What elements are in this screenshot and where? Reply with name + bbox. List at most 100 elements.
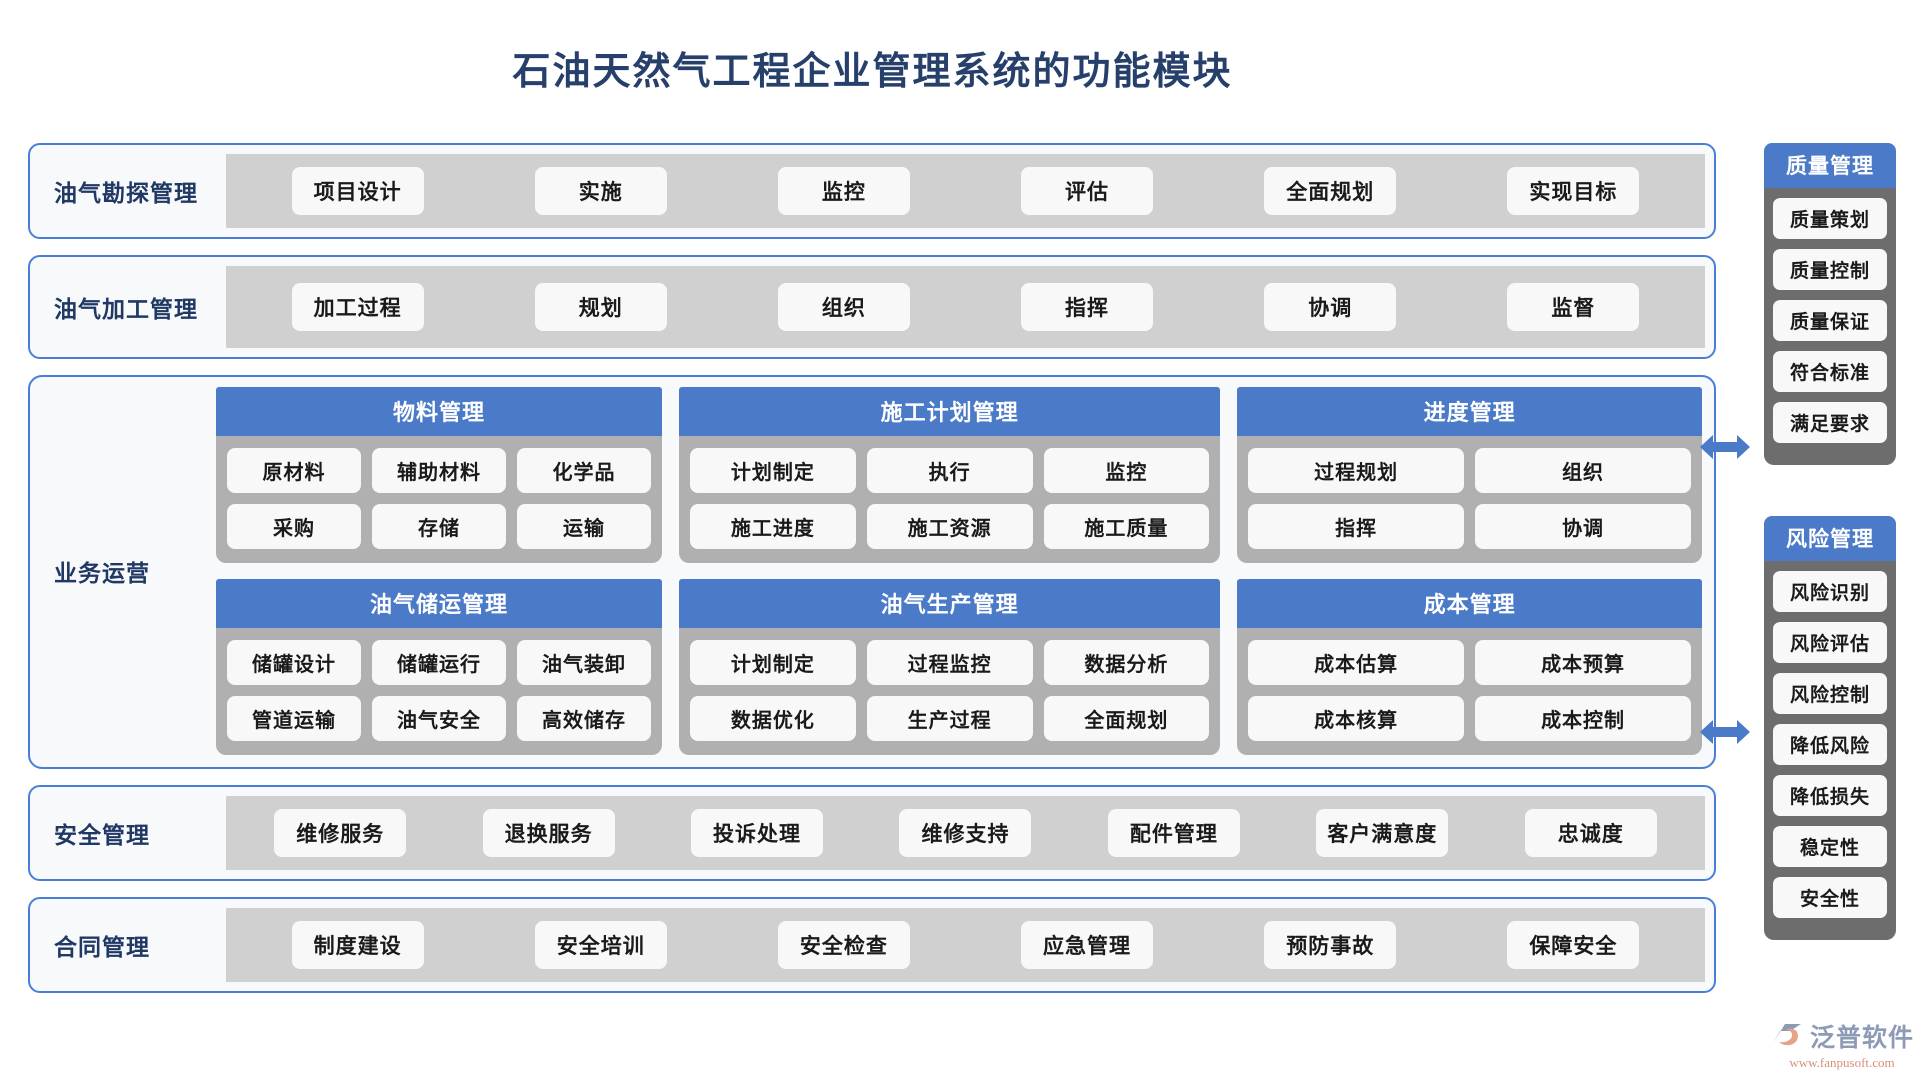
side-item[interactable]: 质量策划 [1773, 198, 1887, 239]
chip[interactable]: 过程监控 [866, 640, 1033, 685]
chip[interactable]: 计划制定 [690, 448, 856, 493]
chip[interactable]: 生产过程 [866, 696, 1033, 741]
side-item[interactable]: 风险识别 [1773, 571, 1887, 612]
chip[interactable]: 评估 [1021, 167, 1154, 215]
chip[interactable]: 储罐设计 [227, 640, 362, 685]
chip[interactable]: 化学品 [517, 448, 652, 493]
group-progress-management: 进度管理 过程规划 组织 指挥 协调 [1237, 387, 1702, 563]
chip[interactable]: 指挥 [1248, 504, 1465, 549]
chip[interactable]: 数据分析 [1043, 640, 1210, 685]
row-safety-management: 安全管理 维修服务 退换服务 投诉处理 维修支持 配件管理 客户满意度 忠诚度 [28, 785, 1716, 881]
chip[interactable]: 维修服务 [274, 809, 407, 857]
side-item[interactable]: 降低损失 [1773, 775, 1887, 816]
group-body: 原材料 辅助材料 化学品 采购 存储 运输 [216, 436, 663, 563]
chip[interactable]: 成本估算 [1248, 640, 1465, 685]
side-panel-quality-management: 质量管理 质量策划 质量控制 质量保证 符合标准 满足要求 [1764, 143, 1896, 465]
chip[interactable]: 协调 [1475, 504, 1692, 549]
chip[interactable]: 高效储存 [517, 696, 652, 741]
chip[interactable]: 成本控制 [1475, 696, 1692, 741]
chip[interactable]: 成本预算 [1475, 640, 1692, 685]
side-item[interactable]: 符合标准 [1773, 351, 1887, 392]
brand-logo: 泛普软件 www.fanpusoft.com [1770, 1018, 1914, 1071]
chip[interactable]: 维修支持 [899, 809, 1032, 857]
chip[interactable]: 安全培训 [534, 921, 667, 969]
group-storage-transport-management: 油气储运管理 储罐设计 储罐运行 油气装卸 管道运输 油气安全 高效储存 [216, 579, 663, 755]
side-item[interactable]: 满足要求 [1773, 402, 1887, 443]
side-item[interactable]: 风险评估 [1773, 622, 1887, 663]
chip[interactable]: 退换服务 [482, 809, 615, 857]
chip[interactable]: 辅助材料 [372, 448, 507, 493]
chip[interactable]: 忠诚度 [1524, 809, 1657, 857]
chip[interactable]: 实现目标 [1507, 167, 1640, 215]
page-title: 石油天然气工程企业管理系统的功能模块 [512, 51, 1233, 93]
chip[interactable]: 全面规划 [1264, 167, 1397, 215]
chip[interactable]: 应急管理 [1021, 921, 1154, 969]
fanpu-logo-icon [1773, 1024, 1801, 1046]
chip[interactable]: 组织 [1475, 448, 1692, 493]
chip[interactable]: 预防事故 [1264, 921, 1397, 969]
side-item[interactable]: 降低风险 [1773, 724, 1887, 765]
group-row: 储罐设计 储罐运行 油气装卸 [227, 640, 652, 685]
chip[interactable]: 计划制定 [690, 640, 856, 685]
chip[interactable]: 投诉处理 [691, 809, 824, 857]
chip[interactable]: 客户满意度 [1316, 809, 1449, 857]
chip[interactable]: 油气装卸 [517, 640, 652, 685]
double-arrow-icon [1700, 435, 1750, 459]
group-body: 成本估算 成本预算 成本核算 成本控制 [1237, 628, 1702, 755]
chip[interactable]: 执行 [866, 448, 1033, 493]
chip[interactable]: 保障安全 [1507, 921, 1640, 969]
chip[interactable]: 运输 [517, 504, 652, 549]
side-item[interactable]: 稳定性 [1773, 826, 1887, 867]
side-item[interactable]: 安全性 [1773, 877, 1887, 918]
group-row: 管道运输 油气安全 高效储存 [227, 696, 652, 741]
chip[interactable]: 管道运输 [227, 696, 362, 741]
side-item[interactable]: 质量控制 [1773, 249, 1887, 290]
row-contract-management: 合同管理 制度建设 安全培训 安全检查 应急管理 预防事故 保障安全 [28, 897, 1716, 993]
chip[interactable]: 安全检查 [777, 921, 910, 969]
chip[interactable]: 原材料 [227, 448, 362, 493]
group-body: 计划制定 过程监控 数据分析 数据优化 生产过程 全面规划 [679, 628, 1221, 755]
group-row: 过程规划 组织 [1248, 448, 1692, 493]
chip[interactable]: 配件管理 [1107, 809, 1240, 857]
group-row: 采购 存储 运输 [227, 504, 652, 549]
row-exploration: 油气勘探管理 项目设计 实施 监控 评估 全面规划 实现目标 [28, 143, 1716, 239]
chip[interactable]: 组织 [777, 283, 910, 331]
group-body: 计划制定 执行 监控 施工进度 施工资源 施工质量 [679, 436, 1221, 563]
chip[interactable]: 储罐运行 [372, 640, 507, 685]
chip[interactable]: 过程规划 [1248, 448, 1465, 493]
chip[interactable]: 存储 [372, 504, 507, 549]
group-construction-plan-management: 施工计划管理 计划制定 执行 监控 施工进度 施工资源 施工质量 [679, 387, 1221, 563]
side-item[interactable]: 质量保证 [1773, 300, 1887, 341]
chip[interactable]: 监控 [777, 167, 910, 215]
chip[interactable]: 规划 [534, 283, 667, 331]
chip[interactable]: 制度建设 [291, 921, 424, 969]
chip[interactable]: 油气安全 [372, 696, 507, 741]
chip[interactable]: 实施 [534, 167, 667, 215]
group-row: 成本估算 成本预算 [1248, 640, 1692, 685]
chip[interactable]: 全面规划 [1043, 696, 1210, 741]
chip[interactable]: 施工资源 [866, 504, 1033, 549]
group-header: 物料管理 [216, 387, 663, 436]
chip[interactable]: 成本核算 [1248, 696, 1465, 741]
chip[interactable]: 采购 [227, 504, 362, 549]
chip[interactable]: 指挥 [1021, 283, 1154, 331]
row-label: 油气勘探管理 [54, 180, 198, 206]
row-track: 加工过程 规划 组织 指挥 协调 监督 [226, 266, 1705, 348]
double-arrow-icon [1700, 720, 1750, 744]
chip[interactable]: 施工质量 [1043, 504, 1210, 549]
side-panel-risk-management: 风险管理 风险识别 风险评估 风险控制 降低风险 降低损失 稳定性 安全性 [1764, 516, 1896, 940]
chip[interactable]: 施工进度 [690, 504, 856, 549]
chip[interactable]: 监督 [1507, 283, 1640, 331]
side-item[interactable]: 风险控制 [1773, 673, 1887, 714]
chip[interactable]: 监控 [1043, 448, 1210, 493]
chip[interactable]: 数据优化 [690, 696, 856, 741]
group-header: 成本管理 [1237, 579, 1702, 628]
row-label: 油气加工管理 [54, 296, 198, 322]
row-track: 制度建设 安全培训 安全检查 应急管理 预防事故 保障安全 [226, 908, 1705, 982]
chip[interactable]: 项目设计 [291, 167, 424, 215]
row-track: 维修服务 退换服务 投诉处理 维修支持 配件管理 客户满意度 忠诚度 [226, 796, 1705, 870]
group-header: 进度管理 [1237, 387, 1702, 436]
chip[interactable]: 加工过程 [291, 283, 424, 331]
chip[interactable]: 协调 [1264, 283, 1397, 331]
